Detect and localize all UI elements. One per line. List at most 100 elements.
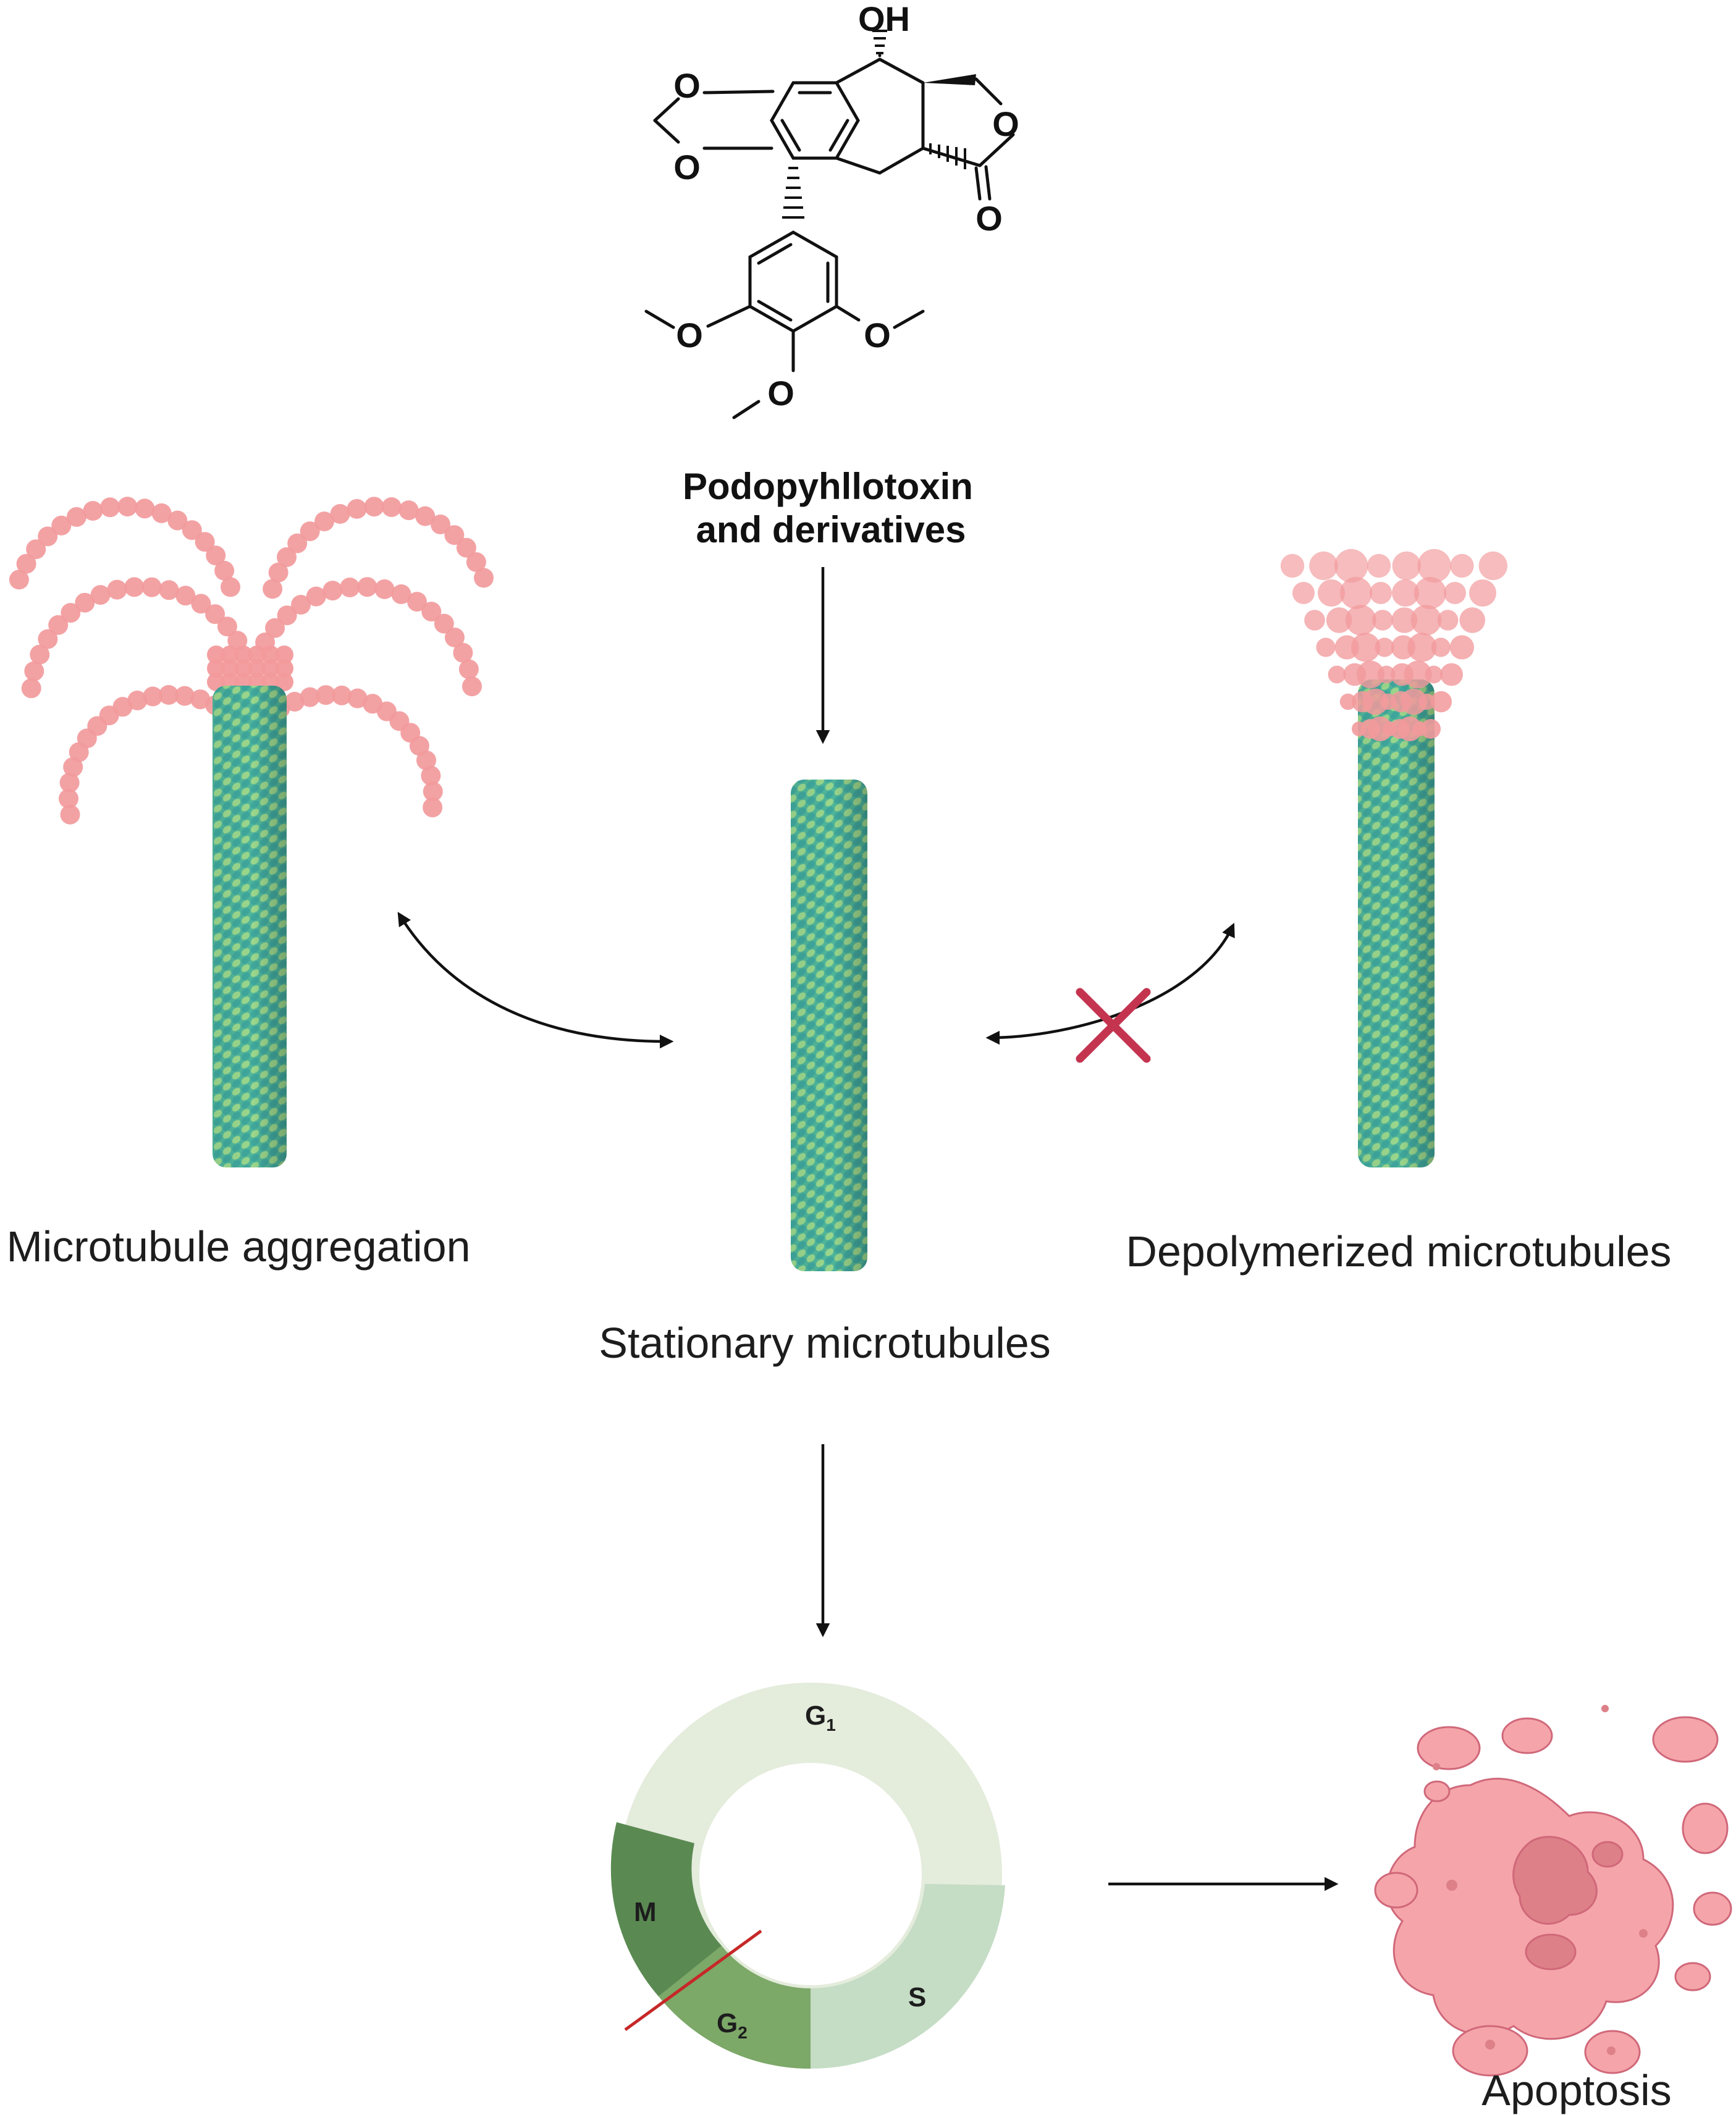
cell-cycle-ring: G1 S G2 M: [610, 1683, 1005, 2069]
tubulin-bead: [24, 661, 44, 681]
tubulin-bead: [275, 659, 293, 678]
label-depolymerized: Depolymerized microtubules: [1126, 1227, 1671, 1276]
tubulin-bead: [466, 552, 486, 572]
tubulin-bead: [234, 645, 253, 664]
tubulin-bead: [143, 686, 163, 707]
tubulin-bead: [221, 577, 240, 597]
tubulin-bead: [415, 506, 436, 526]
tubulin-bead: [221, 659, 239, 678]
tubulin-bead: [21, 678, 41, 699]
tubulin-bead: [261, 659, 280, 678]
tubulin-bead: [1316, 637, 1336, 657]
tubulin-bead: [431, 515, 450, 534]
phase-m-label: M: [634, 1897, 657, 1927]
tubulin-bead: [60, 804, 80, 825]
atom-o-methoxy-left: O: [676, 316, 703, 355]
tubulin-bead: [217, 616, 237, 637]
tubulin-bead: [159, 685, 179, 705]
tubulin-bead: [287, 533, 308, 553]
arrest-line: [624, 1929, 762, 2032]
tubulin-bead: [1469, 579, 1496, 607]
tubulin-bead: [330, 504, 350, 524]
tubulin-bead: [1450, 553, 1474, 578]
phase-g1-label: G1: [805, 1701, 836, 1734]
hashed-wedge-aryl: [782, 167, 804, 219]
tubulin-bead: [265, 618, 285, 638]
tubulin-bead: [300, 521, 320, 542]
tubulin-bead: [175, 586, 196, 606]
tubulin-bead: [474, 568, 494, 588]
tubulin-bead: [407, 592, 427, 612]
tubulin-bead: [1417, 549, 1451, 583]
tubulin-bead: [90, 585, 111, 605]
atom-o-methoxy-bottom: O: [767, 374, 794, 413]
tubulin-bead: [214, 560, 235, 581]
tubulin-bead: [1459, 607, 1485, 633]
tubulin-bead: [261, 645, 280, 664]
microtubule-aggregation: [9, 497, 494, 1167]
tubulin-bead: [1339, 693, 1357, 710]
tubulin-bead: [205, 604, 225, 624]
tubulin-bead: [38, 629, 58, 649]
tubulin-bead: [159, 580, 179, 600]
tubulin-bead: [374, 579, 395, 599]
tubulin-bead: [1421, 719, 1441, 739]
phase-g2-label: G2: [717, 2008, 748, 2042]
tubulin-bead: [30, 644, 50, 665]
tubulin-bead: [75, 592, 95, 613]
tubulin-bead: [167, 510, 188, 531]
label-stationary: Stationary microtubules: [599, 1319, 1050, 1367]
tubulin-bead: [1334, 549, 1368, 583]
tubulin-bead: [9, 570, 29, 590]
tubulin-bead: [66, 507, 86, 527]
tubulin-bead: [1367, 553, 1391, 578]
label-apoptosis: Apoptosis: [1481, 2066, 1671, 2114]
tubulin-bead: [1346, 605, 1376, 636]
aggregation-beads: [9, 497, 494, 825]
tubulin-bead: [59, 788, 78, 809]
tubulin-bead: [117, 497, 138, 517]
tubulin-bead: [1370, 582, 1392, 604]
tubulin-bead: [191, 594, 211, 614]
tubulin-bead: [1478, 551, 1507, 581]
tubulin-bead: [1292, 582, 1315, 604]
tubulin-bead: [444, 525, 465, 545]
tubulin-bead: [332, 685, 352, 705]
tubulin-bead: [364, 497, 384, 517]
tubulin-bead: [63, 757, 83, 777]
tubulin-bead: [357, 577, 377, 597]
atom-o-methoxy-right: O: [864, 316, 891, 355]
tubulin-bead: [1437, 610, 1459, 631]
tubulin-bead: [83, 501, 103, 521]
tubulin-bead: [1328, 665, 1346, 684]
atom-oh: OH: [858, 0, 910, 38]
tubulin-bead: [423, 797, 443, 818]
tubulin-bead: [445, 628, 465, 647]
tubulin-bead: [1449, 635, 1474, 660]
tubulin-bead: [1280, 553, 1305, 578]
tubulin-bead: [1414, 577, 1446, 609]
tubulin-bead: [340, 578, 360, 597]
tubulin-bead: [314, 511, 334, 532]
tubulin-bead: [347, 498, 367, 519]
tubulin-bead: [1401, 688, 1427, 715]
blocked-x-icon: [1076, 988, 1151, 1063]
tubulin-bead: [1340, 577, 1372, 609]
tubulin-bead: [391, 584, 411, 604]
tubulin-bead: [151, 503, 172, 523]
tubulin-bead: [38, 526, 58, 547]
podophyllotoxin-structure: OH O O O O O O O: [644, 0, 1019, 419]
hashed-wedge-oh: [872, 30, 887, 57]
tubulin-bead: [1425, 665, 1443, 684]
tubulin-bead: [248, 659, 266, 678]
tubulin-bead: [1392, 579, 1419, 607]
tubulin-bead: [277, 605, 297, 626]
tubulin-bead: [1375, 637, 1394, 657]
tubulin-bead: [291, 595, 311, 615]
tubulin-bead: [1326, 607, 1352, 633]
depolymerized-beads: [1280, 549, 1507, 741]
tubulin-bead: [207, 673, 225, 691]
stationary-microtubule: [791, 780, 867, 1271]
tubulin-bead: [277, 547, 297, 567]
tubulin-bead: [284, 692, 305, 712]
